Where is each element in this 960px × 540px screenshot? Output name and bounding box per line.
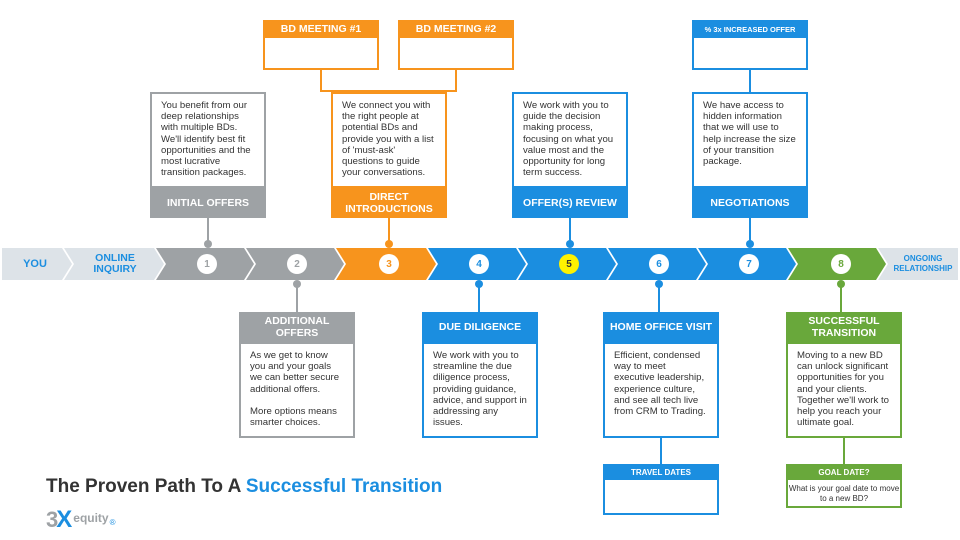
connector-mtg-bar: [320, 90, 457, 92]
goal-date-text: What is your goal date to move to a new …: [786, 480, 902, 508]
connector-5-dot: [566, 240, 574, 248]
timeline-inquiry-label: ONLINE INQUIRY: [93, 252, 137, 275]
initial-offers-text: You benefit from our deep relationships …: [150, 92, 266, 188]
additional-offers-body: As we get to know you and your goals we …: [239, 342, 355, 438]
increased-offer-label: % 3x INCREASED OFFER: [692, 20, 808, 38]
connector-5: [569, 218, 571, 244]
due-diligence-text: We work with you to streamline the due d…: [422, 342, 538, 438]
title-prefix: The Proven Path To A: [46, 476, 246, 497]
travel-dates-field: [603, 480, 719, 515]
connector-7: [749, 218, 751, 244]
connector-3-dot: [385, 240, 393, 248]
travel-dates-box: TRAVEL DATES: [603, 464, 719, 515]
logo-registered: ®: [109, 518, 116, 527]
logo-equity: equity: [73, 511, 109, 525]
goal-date-label: GOAL DATE?: [786, 464, 902, 480]
successful-transition-text: Moving to a new BD can unlock significan…: [786, 342, 902, 438]
bd-meeting-1-label: BD MEETING #1: [263, 20, 379, 38]
connector-3: [388, 218, 390, 244]
increased-offer-box: % 3x INCREASED OFFER: [692, 20, 808, 70]
step-8-number: 8: [831, 254, 851, 274]
title-highlight: Successful Transition: [245, 476, 443, 497]
initial-offers-title: INITIAL OFFERS: [150, 188, 266, 218]
step-3-number: 3: [379, 254, 399, 274]
negotiations-title: NEGOTIATIONS: [692, 188, 808, 218]
offers-review-title: OFFER(S) REVIEW: [512, 188, 628, 218]
bd-meeting-2-box: BD MEETING #2: [398, 20, 514, 70]
connector-2: [296, 284, 298, 312]
brand-logo: 3 X equity ®: [46, 505, 116, 533]
offers-review-text: We work with you to guide the decision m…: [512, 92, 628, 188]
step-1-number: 1: [197, 254, 217, 274]
connector-mtg-2: [455, 70, 457, 92]
step-5-number: 5: [559, 254, 579, 274]
bd-meeting-2-label: BD MEETING #2: [398, 20, 514, 38]
timeline-you-label: YOU: [23, 257, 47, 270]
step-7-number: 7: [739, 254, 759, 274]
step-4-number: 4: [469, 254, 489, 274]
direct-introductions-title: DIRECT INTRODUCTIONS: [331, 188, 447, 218]
connector-8: [840, 284, 842, 312]
timeline-segment-end: [878, 248, 958, 280]
additional-offers-text-2: More options means smarter choices.: [250, 405, 337, 429]
step-6-number: 6: [649, 254, 669, 274]
goal-date-box: GOAL DATE? What is your goal date to mov…: [786, 464, 902, 508]
additional-offers-title: ADDITIONAL OFFERS: [239, 312, 355, 342]
additional-offers-text: As we get to know you and your goals we …: [250, 350, 340, 395]
connector-mtg-1: [320, 70, 322, 92]
travel-dates-label: TRAVEL DATES: [603, 464, 719, 480]
connector-travel: [660, 438, 662, 464]
home-office-visit-title: HOME OFFICE VISIT: [603, 312, 719, 342]
connector-6: [658, 284, 660, 312]
due-diligence-card: DUE DILIGENCE We work with you to stream…: [422, 312, 538, 438]
bd-meeting-1-field: [263, 38, 379, 70]
timeline-end-label: ONGOING RELATIONSHIP: [893, 254, 953, 273]
increased-offer-field: [692, 38, 808, 70]
initial-offers-card: You benefit from our deep relationships …: [150, 92, 266, 218]
direct-introductions-card: We connect you with the right people at …: [331, 92, 447, 218]
connector-1-dot: [204, 240, 212, 248]
connector-mtg-3: [749, 70, 751, 92]
due-diligence-title: DUE DILIGENCE: [422, 312, 538, 342]
connector-1: [207, 218, 209, 244]
logo-x: X: [56, 506, 73, 533]
additional-offers-card: ADDITIONAL OFFERS As we get to know you …: [239, 312, 355, 438]
timeline-segment-you: [2, 248, 72, 280]
successful-transition-title: SUCCESSFUL TRANSITION: [786, 312, 902, 342]
step-2-number: 2: [287, 254, 307, 274]
bd-meeting-1-box: BD MEETING #1: [263, 20, 379, 70]
page-title: The Proven Path To A Successful Transiti…: [46, 476, 442, 498]
timeline-segment-inquiry: [64, 248, 164, 280]
home-office-visit-card: HOME OFFICE VISIT Efficient, condensed w…: [603, 312, 719, 438]
direct-introductions-text: We connect you with the right people at …: [331, 92, 447, 188]
connector-4: [478, 284, 480, 312]
negotiations-text: We have access to hidden information tha…: [692, 92, 808, 188]
connector-7-dot: [746, 240, 754, 248]
bd-meeting-2-field: [398, 38, 514, 70]
logo-3: 3: [46, 507, 59, 532]
successful-transition-card: SUCCESSFUL TRANSITION Moving to a new BD…: [786, 312, 902, 438]
negotiations-card: We have access to hidden information tha…: [692, 92, 808, 218]
offers-review-card: We work with you to guide the decision m…: [512, 92, 628, 218]
connector-goal: [843, 438, 845, 464]
home-office-visit-text: Efficient, condensed way to meet executi…: [603, 342, 719, 438]
